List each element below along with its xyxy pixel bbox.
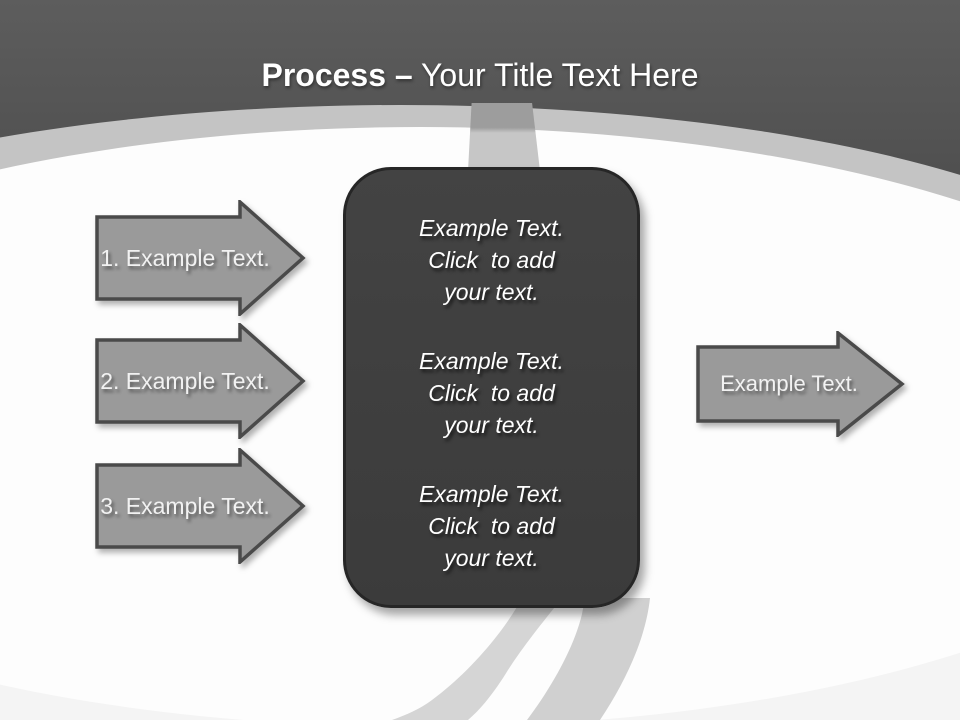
result-arrow-label: Example Text. — [720, 371, 858, 396]
text-line: your text. — [444, 544, 539, 571]
text-line: your text. — [444, 411, 539, 438]
text-line: Example Text. — [419, 214, 564, 241]
text-line: Example Text. — [419, 480, 564, 507]
title-regular-text: Your Title Text Here — [421, 57, 699, 93]
process-arrow-3-label: 3. Example Text. — [100, 492, 270, 519]
process-arrow-3[interactable]: 3. Example Text. — [94, 448, 306, 564]
right-arrow-shape-icon — [95, 323, 306, 439]
text-line: Example Text. — [419, 347, 564, 374]
text-block-2: Example Text. Click to add your text. — [346, 345, 637, 441]
text-line: Click to add — [428, 379, 555, 406]
walking-person-legs-icon — [392, 598, 650, 720]
walking-person-torso-icon — [468, 103, 540, 171]
process-arrow-1-label: 1. Example Text. — [100, 244, 270, 271]
text-line: Click to add — [428, 246, 555, 273]
right-arrow-shape-icon — [696, 331, 905, 437]
result-arrow[interactable]: Example Text. — [695, 331, 905, 437]
content-box[interactable]: Example Text. Click to add your text. Ex… — [343, 167, 640, 608]
title-bold-text: Process – — [261, 57, 413, 93]
text-block-1: Example Text. Click to add your text. — [346, 212, 637, 308]
right-arrow-shape-icon — [95, 200, 306, 316]
process-arrow-2[interactable]: 2. Example Text. — [94, 323, 306, 439]
text-line: Click to add — [428, 512, 555, 539]
slide-title[interactable]: Process – Your Title Text Here — [0, 55, 960, 95]
right-arrow-shape-icon — [95, 448, 306, 564]
text-block-3: Example Text. Click to add your text. — [346, 478, 637, 574]
process-arrow-1[interactable]: 1. Example Text. — [94, 200, 306, 316]
process-arrow-2-label: 2. Example Text. — [100, 367, 270, 394]
text-line: your text. — [444, 278, 539, 305]
